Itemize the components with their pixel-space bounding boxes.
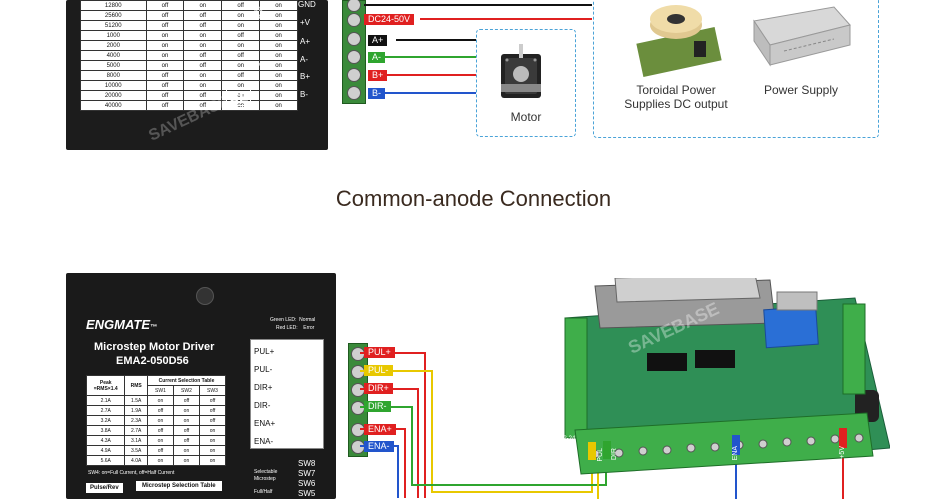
dir-minus-wire [360, 406, 607, 486]
signal-panel [250, 339, 324, 449]
terminal-screw-icon [347, 86, 361, 100]
brand-tm: ™ [150, 324, 158, 331]
pcb-voltage-label: 12-24 [560, 436, 576, 442]
led-red-label: Red LED: Error [276, 325, 315, 331]
pulse-rev-label: Pulse/Rev [86, 483, 123, 493]
current-table-cell: 5.6A [85, 455, 126, 466]
vplus-label: +V [300, 18, 311, 27]
ce-mark: CE [226, 88, 252, 106]
dc-voltage-label: DC 24-50V [254, 7, 274, 21]
section-title: Common-anode Connection [335, 186, 612, 211]
pcb-pin-pul: PUL [597, 448, 604, 462]
terminal-screw-icon [347, 50, 361, 64]
pcb-pin-5v: +5V [839, 446, 846, 459]
signal-tag: PUL- [364, 365, 393, 376]
power-supply-caption: Power Supply [763, 83, 839, 97]
tag-a-minus: A- [368, 52, 385, 63]
terminal-screw-icon [347, 32, 361, 46]
breakout-board: 12-24 PUL DIR ENA +5V SAVEBASE [555, 278, 890, 478]
signal-tag: DIR+ [364, 383, 393, 394]
selectable-microstep-label: Selectable Microstep [254, 469, 278, 482]
dip-switch-label: SW5 [298, 489, 316, 498]
motor-side-label: Motor [254, 62, 270, 68]
ena-minus-wire [360, 445, 399, 498]
toroidal-transformer-icon [636, 5, 722, 77]
motor-box: Motor [476, 29, 576, 137]
led-green-label: Green LED: Normal [270, 317, 316, 323]
driver-terminal-label: DIR- [254, 401, 271, 410]
terminal-screw-icon [347, 0, 361, 12]
driver-title: Microstep Motor Driver [94, 341, 215, 353]
b-minus-label: B- [300, 90, 308, 99]
bottom-motor-driver: ENGMATE™ Green LED: Normal Red LED: Erro… [66, 273, 336, 499]
tag-b-minus: B- [368, 88, 385, 99]
tag-a-plus: A+ [368, 35, 388, 46]
dip-switch-label: SW7 [298, 469, 316, 478]
pcb-pin-ena: ENA [732, 446, 739, 461]
tag-b-plus: B+ [368, 70, 388, 81]
power-supply-unit-icon [753, 6, 851, 67]
current-selection-table: Peak =RMS×1.4 RMS Current Selection Tabl… [85, 375, 227, 466]
top-table-cell: on [259, 100, 298, 111]
current-table-cell: on [198, 455, 227, 466]
pcb-illustration [564, 278, 890, 475]
signal-tag: PUL+ [364, 347, 395, 358]
sw4-note: SW4: on=Full Current, off=Half Current [88, 470, 175, 476]
signal-tag: ENA+ [364, 424, 396, 435]
mount-hole-icon [196, 287, 214, 305]
driver-model: EMA2-050D56 [116, 355, 189, 367]
power-supply-box: Toroidal Power Supplies DC output Power … [593, 0, 879, 138]
full-half-label: Full/Half [254, 489, 273, 495]
toroidal-caption: Toroidal Power Supplies DC output [624, 83, 728, 111]
signal-tag: DIR- [364, 401, 391, 412]
driver-terminal-label: PUL+ [254, 347, 275, 356]
driver-terminal-label: ENA+ [254, 419, 276, 428]
gnd-label: GND [298, 0, 316, 9]
motor-caption: Motor [510, 110, 542, 124]
brand-name: ENGMATE [86, 317, 151, 332]
a-plus-label: A+ [300, 37, 311, 46]
driver-terminal-label: PUL- [254, 365, 273, 374]
pul-minus-wire [360, 370, 593, 493]
terminal-screw-icon [347, 13, 361, 27]
microstep-table-label: Microstep Selection Table [136, 481, 222, 491]
driver-terminal-label: ENA- [254, 437, 274, 446]
driver-terminal-label: DIR+ [254, 383, 273, 392]
dip-switch-label: SW6 [298, 479, 316, 488]
terminal-screw-icon [347, 68, 361, 82]
stepper-motor-icon [501, 44, 541, 98]
top-wires [364, 4, 592, 94]
signal-tag: ENA- [364, 441, 394, 452]
pcb-pin-dir: DIR [611, 448, 618, 461]
tag-dc: DC24-50V [364, 14, 415, 25]
a-minus-label: A- [300, 55, 308, 64]
b-plus-label: B+ [300, 72, 311, 81]
brand-logo: ENGMATE™ [86, 317, 157, 332]
dip-switch-label: SW8 [298, 459, 316, 468]
